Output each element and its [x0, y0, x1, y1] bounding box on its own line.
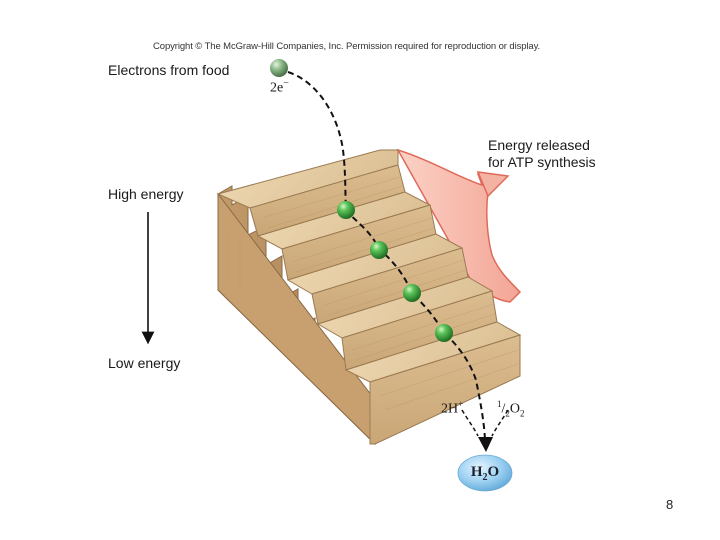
electron-ball-step-4: [435, 324, 453, 342]
oxygen-arrow: [491, 409, 509, 437]
wood-grain: [227, 176, 519, 411]
label-energy-released: Energy released for ATP synthesis: [488, 137, 596, 170]
proton-arrow: [461, 409, 479, 437]
label-half-oxygen: 1/2O2: [497, 399, 525, 419]
copyright-notice: Copyright © The McGraw-Hill Companies, I…: [153, 41, 541, 52]
water-droplet: [457, 454, 513, 492]
label-electrons-from-food: Electrons from food: [108, 62, 230, 78]
page-number: 8: [666, 497, 674, 512]
label-high-energy: High energy: [108, 186, 184, 202]
label-electron-count: 2e−: [270, 78, 289, 96]
electron-ball-step-3: [403, 284, 421, 302]
electron-path-arrowhead: [478, 437, 493, 452]
electron-ball-step-2: [370, 241, 388, 259]
electron-path-dashed: [287, 71, 486, 441]
label-protons: 2H+: [441, 399, 464, 417]
label-water: H2O: [470, 464, 500, 483]
electron-ball-step-1: [337, 201, 355, 219]
electron-ball-start: [270, 59, 288, 77]
step-1-top: [216, 149, 399, 209]
energy-release-arrowhead: [476, 171, 510, 198]
label-low-energy: Low energy: [108, 355, 181, 371]
